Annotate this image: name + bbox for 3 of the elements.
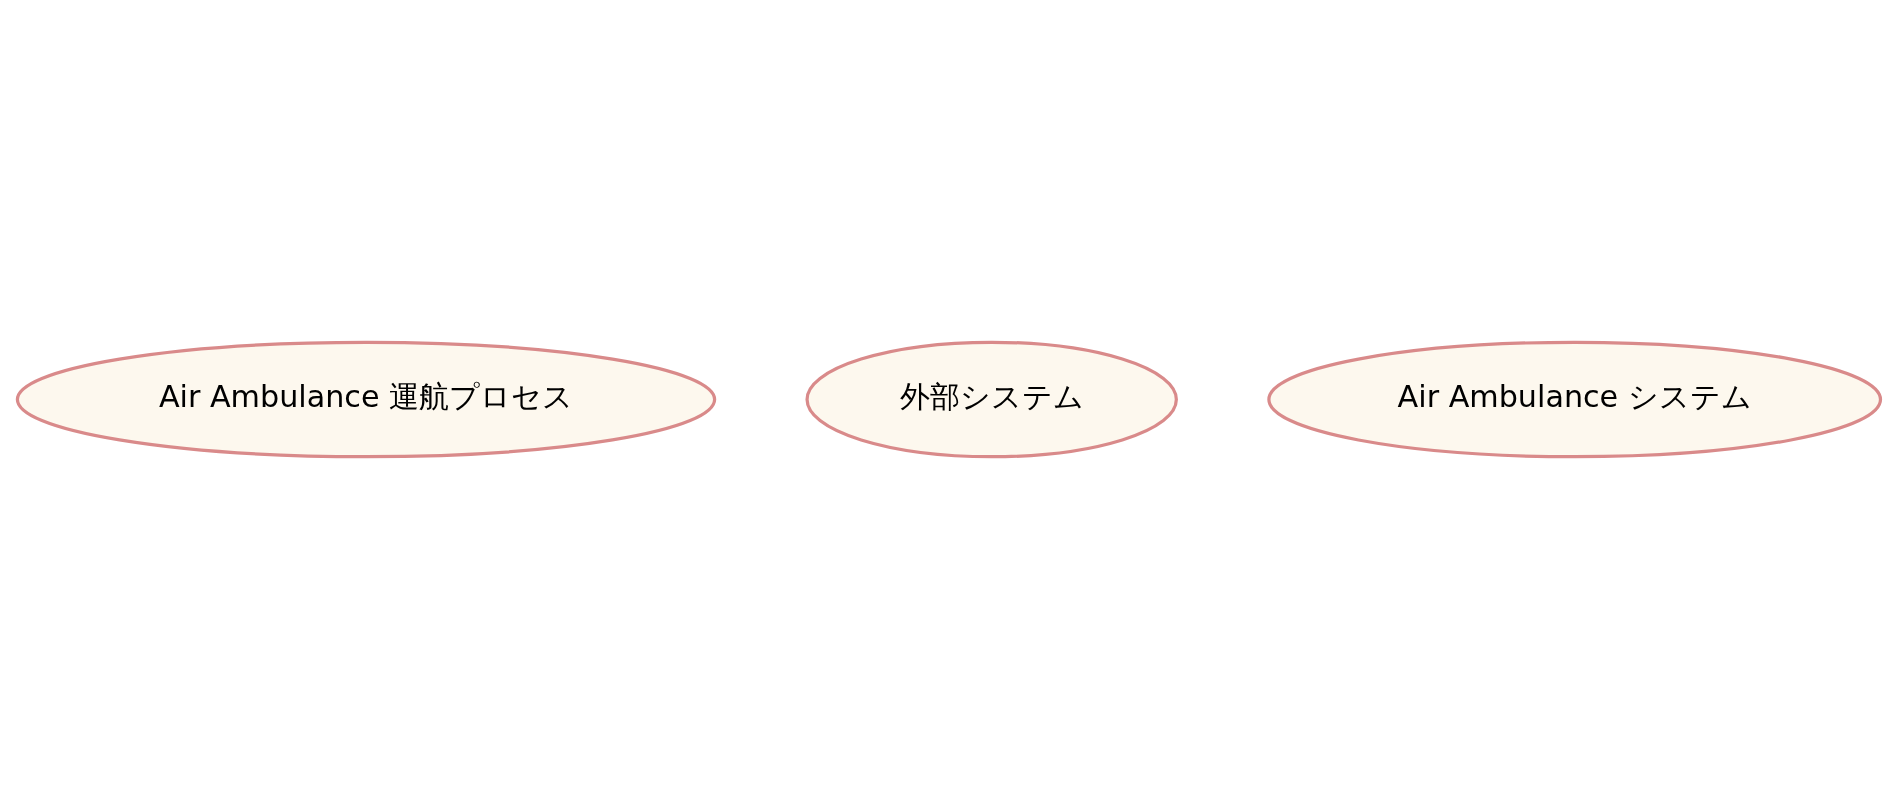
node-ellipse: Air Ambulance 運航プロセス	[15, 340, 717, 459]
node-ellipse: 外部システム	[805, 340, 1178, 459]
node-ellipse: Air Ambulance システム	[1267, 340, 1883, 459]
